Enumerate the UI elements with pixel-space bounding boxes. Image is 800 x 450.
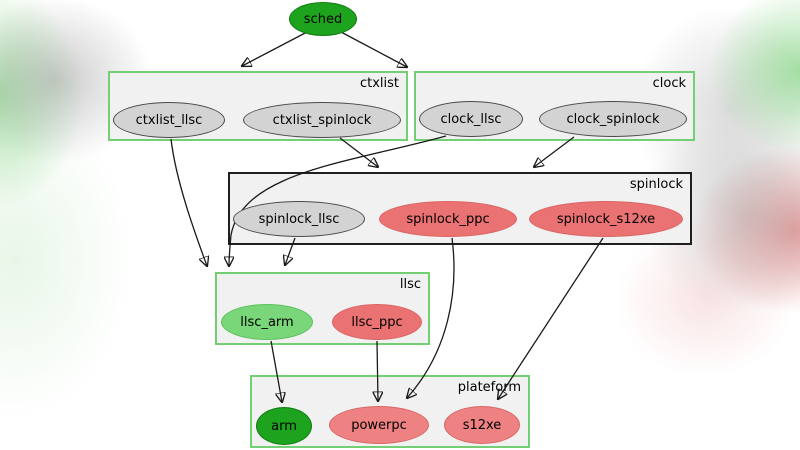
node-llsc_ppc-label: llsc_ppc — [351, 314, 403, 330]
node-spinlock_ppc: spinlock_ppc — [379, 201, 517, 237]
node-ctxlist_llsc: ctxlist_llsc — [113, 102, 225, 138]
edge-ctxlist_spinlock-spinlock — [339, 137, 378, 167]
node-ctxlist_spinlock: ctxlist_spinlock — [243, 102, 401, 138]
node-s12xe: s12xe — [444, 406, 520, 444]
node-clock_llsc: clock_llsc — [419, 101, 523, 137]
node-spinlock_s12xe: spinlock_s12xe — [529, 201, 683, 237]
node-arm: arm — [256, 407, 312, 445]
edge-sched-ctxlist — [242, 30, 310, 66]
node-llsc_ppc: llsc_ppc — [332, 304, 422, 340]
cluster-ctxlist-label: ctxlist — [359, 76, 399, 91]
node-powerpc-label: powerpc — [351, 417, 407, 433]
cluster-clock-label: clock — [652, 76, 686, 91]
edge-clock_spinlock-spinlock — [534, 136, 575, 167]
node-clock_spinlock: clock_spinlock — [539, 101, 687, 137]
cluster-llsc-label: llsc — [399, 277, 421, 292]
node-spinlock_llsc-label: spinlock_llsc — [258, 211, 340, 227]
node-powerpc: powerpc — [329, 406, 429, 444]
node-llsc_arm: llsc_arm — [221, 304, 313, 340]
node-clock_llsc-label: clock_llsc — [440, 111, 502, 127]
node-llsc_arm-label: llsc_arm — [240, 314, 294, 330]
node-sched-label: sched — [303, 11, 343, 27]
edge-ctxlist_llsc-llsc — [170, 138, 207, 266]
edge-sched-clock — [340, 31, 407, 67]
node-clock_spinlock-label: clock_spinlock — [566, 111, 660, 127]
cluster-plateform-label: plateform — [457, 380, 521, 395]
cluster-spinlock-label: spinlock — [629, 177, 683, 192]
node-s12xe-label: s12xe — [462, 417, 502, 433]
node-ctxlist_spinlock-label: ctxlist_spinlock — [272, 112, 372, 128]
node-ctxlist_llsc-label: ctxlist_llsc — [135, 112, 203, 128]
node-arm-label: arm — [271, 418, 297, 434]
node-spinlock_llsc: spinlock_llsc — [233, 201, 365, 237]
node-spinlock_ppc-label: spinlock_ppc — [406, 211, 490, 227]
node-sched: sched — [289, 2, 357, 36]
node-spinlock_s12xe-label: spinlock_s12xe — [556, 211, 656, 227]
